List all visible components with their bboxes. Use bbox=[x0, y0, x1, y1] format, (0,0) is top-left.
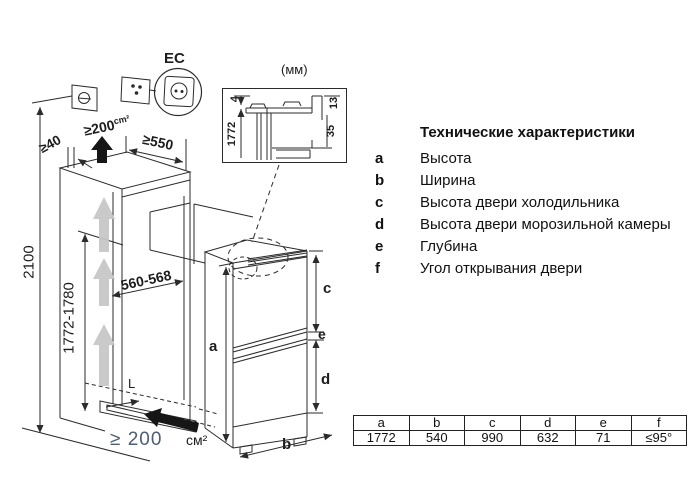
inset-dim-13: 13 bbox=[328, 96, 340, 110]
table-header-row: a b c d e f bbox=[353, 415, 687, 431]
plinth-l-label: L bbox=[128, 376, 136, 391]
inset-dim-4: 4 bbox=[229, 95, 241, 103]
table-value-row: 1772 540 990 632 71 ≤95° bbox=[353, 430, 687, 446]
fridge-dim-b: b bbox=[282, 436, 292, 453]
fridge-dim-d: d bbox=[321, 371, 331, 388]
spec-title: Технические характеристики bbox=[420, 124, 636, 141]
ec-label: EC bbox=[164, 50, 185, 67]
spec-row-f: f Угол открывания двери bbox=[375, 260, 583, 277]
dim-bottom-vent: ≥ 200 bbox=[110, 429, 163, 450]
inset-dim-1772: 1772 bbox=[226, 121, 238, 147]
spec-row-d: d Высота двери морозильной камеры bbox=[375, 216, 671, 233]
mm-units-label: (мм) bbox=[281, 62, 308, 77]
spec-list: Технические характеристики a Высота b Ши… bbox=[375, 124, 685, 280]
spec-row-e: e Глубина bbox=[375, 238, 478, 255]
dimensions-table: a b c d e f 1772 540 990 632 71 ≤95° bbox=[353, 415, 687, 446]
dim-niche-height: 1772-1780 bbox=[60, 282, 78, 354]
top-vent-arrow-icon bbox=[91, 136, 113, 163]
spec-row-a: a Высота bbox=[375, 150, 472, 167]
spec-row-b: b Ширина bbox=[375, 172, 476, 189]
fridge-dim-e: e bbox=[318, 326, 326, 342]
inset-dim-35: 35 bbox=[325, 124, 337, 138]
airflow-arrows-icon bbox=[93, 197, 115, 386]
spec-row-c: c Высота двери холодильника bbox=[375, 194, 620, 211]
fridge-dim-c: c bbox=[323, 280, 332, 297]
dim-bottom-vent-unit: см² bbox=[186, 432, 208, 448]
dim-total-height: 2100 bbox=[20, 245, 38, 279]
socket-pins-icon bbox=[131, 84, 184, 95]
bottom-vent-arrow-icon bbox=[144, 408, 199, 432]
fridge-dim-a: a bbox=[209, 338, 218, 355]
